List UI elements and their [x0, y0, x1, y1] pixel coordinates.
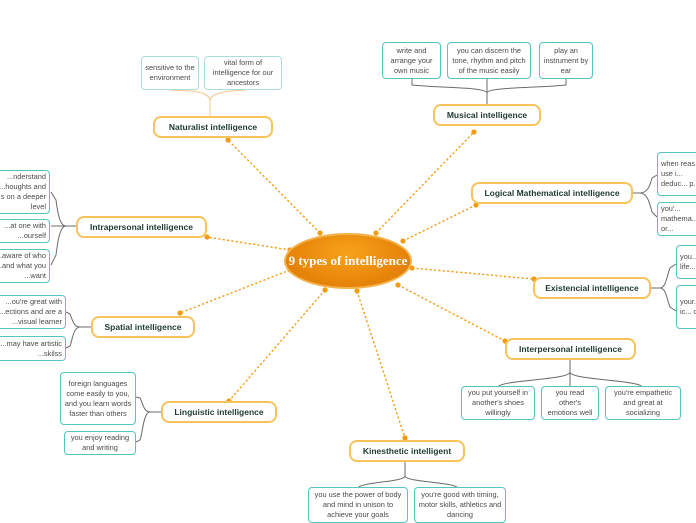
naturalist-item-text: sensitive to the environment [145, 63, 195, 82]
fork-spatial [65, 311, 91, 349]
link-logical [402, 204, 477, 242]
spatial-item-text: ...may have artistic ...skilss [0, 338, 62, 358]
topic-interpersonal-label: Interpersonal intelligence [519, 344, 622, 354]
fork-interpersonal [497, 360, 643, 388]
topic-spatial-label: Spatial intelligence [104, 322, 182, 332]
intrapersonal-item[interactable]: ...nderstand ...houghts and ...s on a de… [0, 170, 50, 214]
logical-item-text: you'... mathema... or... [661, 204, 696, 233]
linguistic-item[interactable]: foreign languages come easily to you, an… [60, 372, 136, 425]
naturalist-item-text: vital form of intelligence for our ances… [212, 58, 274, 87]
fork-intrapersonal [50, 191, 76, 266]
existencial-item[interactable]: your... ic... cen... [676, 285, 696, 329]
spatial-item[interactable]: ...may have artistic ...skilss [0, 336, 66, 361]
topic-kinesthetic-label: Kinesthetic intelligent [362, 446, 452, 456]
topic-logical-label: Logical Mathematical intelligence [484, 188, 620, 198]
musical-item[interactable]: you can discern the tone, rhythm and pit… [447, 42, 531, 79]
central-topic-label: 9 types of intelligence [288, 253, 408, 268]
interpersonal-item[interactable]: you're empathetic and great at socializi… [605, 386, 681, 420]
topic-spatial[interactable]: Spatial intelligence [91, 316, 195, 338]
intrapersonal-item-text: ...at one with ...ourself [4, 221, 46, 240]
linguistic-item-text: foreign languages come easily to you, an… [64, 378, 132, 418]
kinesthetic-item-text: you use the power of body and mind in un… [314, 490, 402, 519]
topic-intrapersonal-label: Intrapersonal intelligence [90, 222, 193, 232]
intrapersonal-item[interactable]: ...at one with ...ourself [0, 219, 50, 243]
fork-linguistic [135, 396, 161, 443]
musical-item[interactable]: play an instrument by ear [539, 42, 593, 79]
topic-kinesthetic[interactable]: Kinesthetic intelligent [349, 440, 465, 462]
link-naturalist [227, 139, 321, 234]
interpersonal-item-text: you read other's emotions well [547, 388, 593, 417]
interpersonal-item-text: you put yourself in another's shoes will… [468, 388, 528, 417]
linguistic-item-text: you enjoy reading and writing [70, 433, 130, 452]
logical-item[interactable]: when reas... use i... deduc... p... [657, 152, 696, 196]
interpersonal-item[interactable]: you put yourself in another's shoes will… [461, 386, 535, 420]
topic-existencial[interactable]: Existencial intelligence [533, 277, 651, 299]
existencial-item-text: you... life... [680, 252, 696, 271]
logical-item-text: when reas... use i... deduc... p... [661, 159, 696, 188]
kinesthetic-item-text: you're good with timing, motor skills, a… [418, 490, 502, 519]
naturalist-item[interactable]: vital form of intelligence for our ances… [204, 56, 282, 90]
topic-naturalist-label: Naturalist intelligence [168, 122, 258, 132]
link-spatial [179, 269, 291, 314]
kinesthetic-item[interactable]: you use the power of body and mind in un… [308, 487, 408, 523]
topic-logical-mathematical[interactable]: Logical Mathematical intelligence [471, 182, 633, 204]
topic-interpersonal[interactable]: Interpersonal intelligence [505, 338, 636, 360]
musical-item-text: write and arrange your own music [390, 45, 433, 75]
existencial-item-text: your... ic... cen... [680, 297, 696, 316]
naturalist-item[interactable]: sensitive to the environment [141, 56, 199, 90]
fork-logical [633, 174, 658, 218]
musical-item-text: play an instrument by ear [543, 45, 589, 75]
logical-item[interactable]: you'... mathema... or... [657, 202, 696, 236]
existencial-item[interactable]: you... life... [676, 245, 696, 279]
topic-existencial-label: Existencial intelligence [545, 283, 639, 293]
topic-musical[interactable]: Musical intelligence [433, 104, 541, 126]
link-intrapersonal [206, 236, 291, 251]
spatial-item-text: ...ou're great with ...ections and are a… [0, 297, 62, 326]
link-linguistic [228, 289, 326, 402]
spatial-item[interactable]: ...ou're great with ...ections and are a… [0, 295, 66, 329]
link-interpersonal [397, 284, 506, 342]
interpersonal-item[interactable]: you read other's emotions well [541, 386, 599, 420]
link-existencial [411, 267, 535, 280]
linguistic-item[interactable]: you enjoy reading and writing [64, 431, 136, 455]
kinesthetic-item[interactable]: you're good with timing, motor skills, a… [414, 487, 506, 523]
topic-linguistic-label: Linguistic intelligence [174, 407, 264, 417]
topic-naturalist[interactable]: Naturalist intelligence [153, 116, 273, 138]
interpersonal-item-text: you're empathetic and great at socializi… [613, 388, 673, 417]
fork-naturalist [169, 89, 246, 117]
musical-item-text: you can discern the tone, rhythm and pit… [452, 45, 526, 75]
central-topic[interactable]: 9 types of intelligence [284, 233, 412, 289]
topic-musical-label: Musical intelligence [446, 110, 528, 120]
topic-intrapersonal[interactable]: Intrapersonal intelligence [76, 216, 207, 238]
intrapersonal-item-text: ...nderstand ...houghts and ...s on a de… [0, 172, 46, 211]
link-musical [375, 131, 475, 234]
link-kinesthetic [356, 290, 406, 439]
fork-kinesthetic [357, 461, 459, 489]
fork-existencial [651, 263, 677, 312]
intrapersonal-item[interactable]: ...aware of who ...and what you ...want [0, 249, 50, 283]
fork-musical [411, 79, 567, 105]
musical-item[interactable]: write and arrange your own music [382, 42, 441, 79]
intrapersonal-item-text: ...aware of who ...and what you ...want [0, 251, 46, 280]
topic-linguistic[interactable]: Linguistic intelligence [161, 401, 277, 423]
